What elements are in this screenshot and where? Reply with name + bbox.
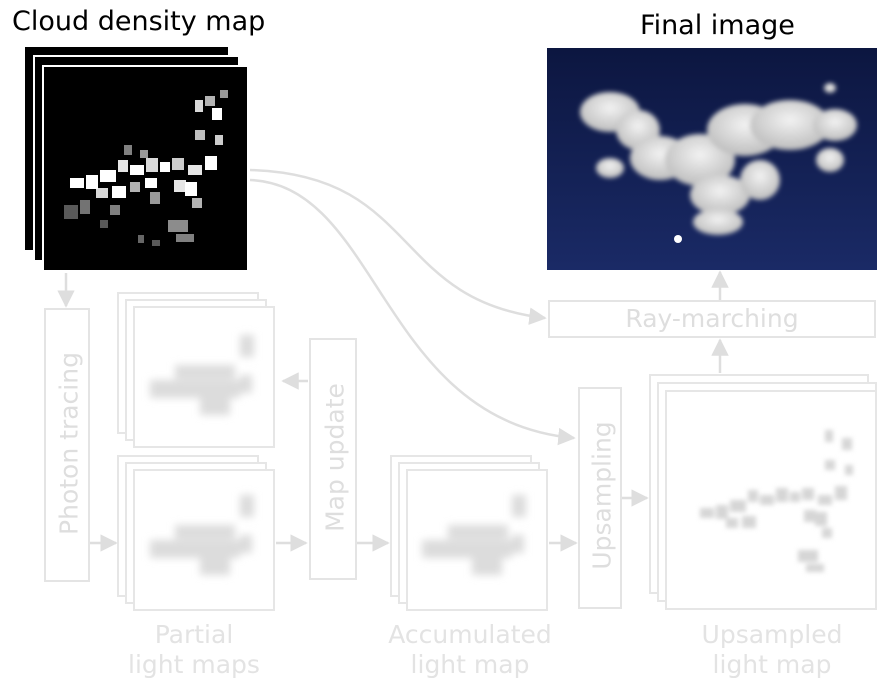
- accumulated-light-map-label: Accumulated light map: [388, 620, 552, 679]
- upsampling-label: Upsampling: [587, 421, 617, 570]
- cloud-density-map-title: Cloud density map: [12, 6, 266, 37]
- photon-tracing-box: Photon tracing: [44, 308, 90, 582]
- photon-tracing-label: Photon tracing: [54, 352, 84, 535]
- upsampled-light-map-label: Upsampled light map: [701, 620, 843, 679]
- arrow-density-to-raymarch: [249, 168, 547, 325]
- final-image-title: Final image: [640, 10, 795, 41]
- flow-arrows: [57, 168, 729, 552]
- partial-light-maps-label: Partial light maps: [128, 620, 260, 679]
- upsampled-light-map: [649, 374, 877, 610]
- upsampling-box: Upsampling: [578, 387, 622, 609]
- density-pattern: [64, 90, 228, 246]
- partial-light-maps-top: [117, 292, 275, 448]
- ray-marching-label: Ray-marching: [625, 304, 799, 333]
- final-render: [547, 48, 877, 270]
- arrow-density-to-upsampling: [249, 178, 576, 446]
- density-map-stack: [23, 45, 249, 272]
- accumulated-light-map: [390, 455, 548, 611]
- moon-icon: [674, 235, 682, 243]
- map-update-box: Map update: [309, 338, 357, 580]
- map-update-label: Map update: [320, 383, 350, 532]
- partial-light-maps-bottom: [117, 455, 275, 611]
- ray-marching-box: Ray-marching: [548, 300, 876, 338]
